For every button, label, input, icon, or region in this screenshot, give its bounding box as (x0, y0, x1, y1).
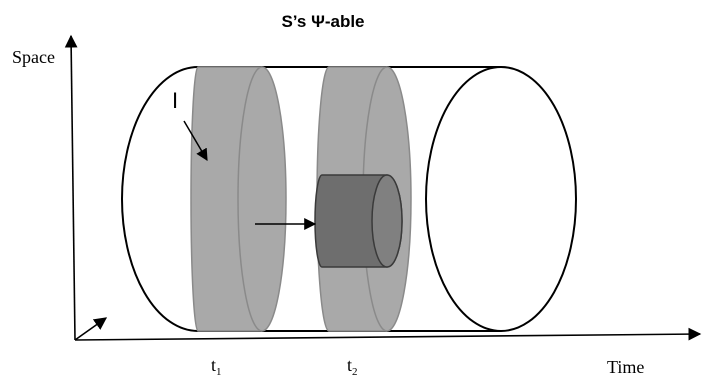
right-cylinder-cap (425, 66, 577, 332)
region-pointer-arrow (183, 120, 208, 162)
time-axis-label: Time (607, 357, 644, 377)
space-axis (64, 34, 78, 341)
diagram-title: S’s Ψ-able (281, 12, 364, 31)
t2-label: t2 (347, 355, 358, 378)
disk-t1 (190, 66, 287, 332)
small-cylinder (314, 174, 403, 268)
space-axis-label: Space (12, 47, 55, 67)
t1-label: t1 (211, 355, 222, 378)
left-cylinder-cap (121, 66, 199, 332)
depth-axis (74, 317, 108, 341)
time-axis (74, 327, 702, 341)
region-label: I (172, 88, 178, 113)
